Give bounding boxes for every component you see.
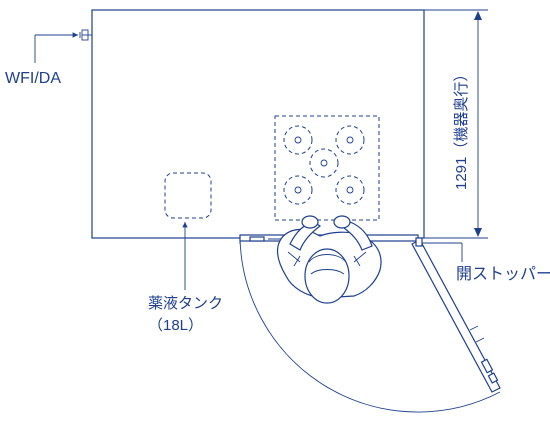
sash-handle-left[interactable] <box>249 236 265 242</box>
tank-label-line1: 薬液タンク <box>148 295 223 312</box>
door-swing-arc <box>239 237 501 413</box>
wfi-da-connector <box>34 29 92 63</box>
open-stopper <box>415 237 463 262</box>
tank-label-line2: （18L） <box>148 317 203 334</box>
operator-figure <box>276 215 382 304</box>
wfi-da-label: WFI/DA <box>5 70 61 87</box>
open-door[interactable] <box>411 239 501 393</box>
depth-dimension-label: 1291（機器奥行） <box>453 67 470 190</box>
open-stopper-label: 開ストッパー <box>456 266 550 283</box>
equipment-body <box>91 9 425 239</box>
heating-zone <box>274 115 380 221</box>
depth-dimension <box>424 9 488 239</box>
chemical-tank <box>164 172 212 219</box>
